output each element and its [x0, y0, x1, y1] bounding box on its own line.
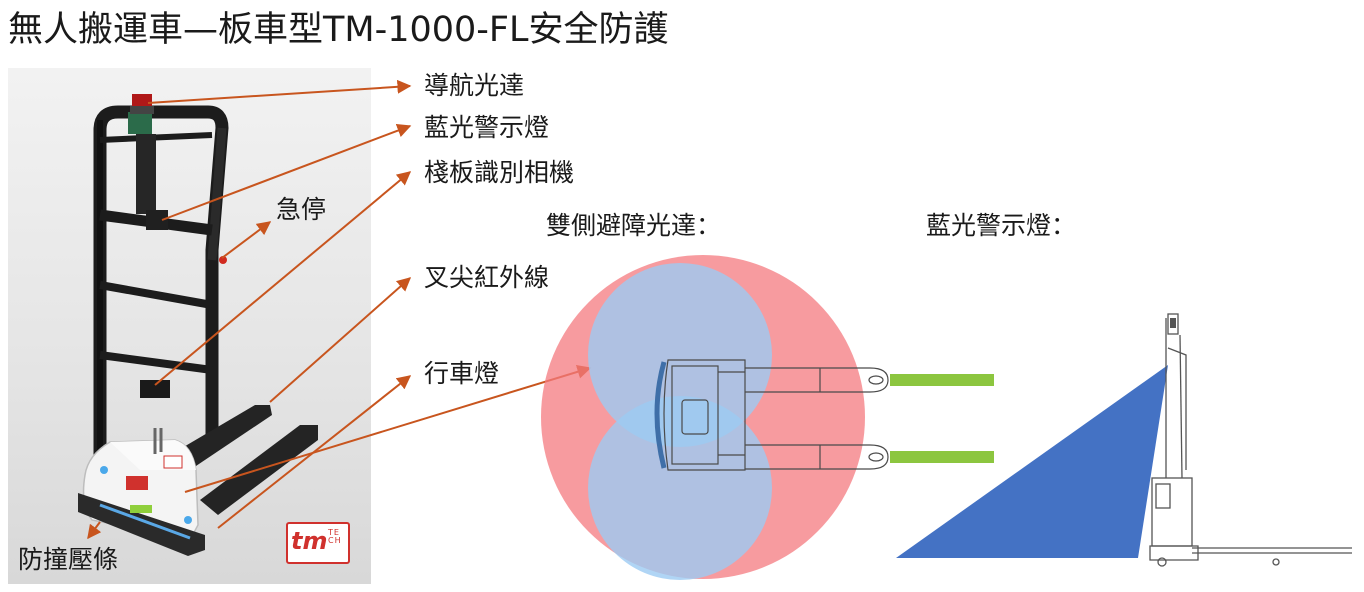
lidar-zone-diagram	[541, 255, 994, 580]
label-fork-tip-ir: 叉尖紅外線	[424, 263, 550, 292]
label-emergency-stop: 急停	[276, 195, 327, 224]
label-blue-warning-light: 藍光警示燈	[424, 113, 550, 142]
label-nav-lidar: 導航光達	[424, 71, 525, 100]
label-pallet-camera: 棧板識別相機	[424, 158, 575, 187]
label-dual-lidar: 雙側避障光達：	[546, 211, 722, 240]
page-title: 無人搬運車—板車型TM-1000-FL安全防護	[8, 10, 669, 50]
label-driving-light: 行車燈	[424, 359, 500, 388]
callout-arrows	[87, 79, 592, 540]
label-blue-light-section: 藍光警示燈：	[926, 211, 1077, 240]
blue-light-diagram	[896, 313, 1352, 567]
label-bumper-strip: 防撞壓條	[18, 545, 119, 574]
agv-forklift-illustration	[78, 94, 318, 556]
